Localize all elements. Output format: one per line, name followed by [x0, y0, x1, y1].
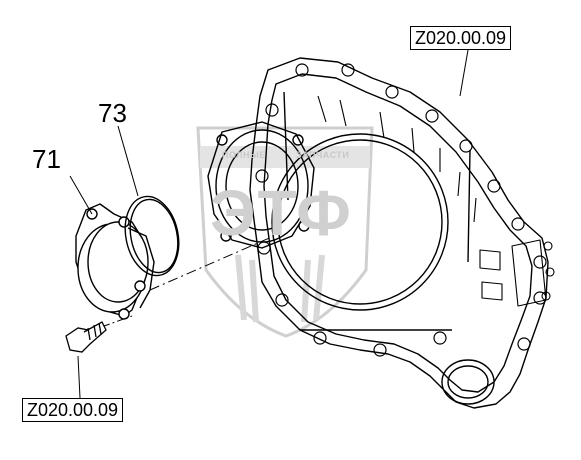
cover-part-71 — [75, 203, 155, 320]
leader-lines — [69, 49, 469, 399]
callout-73: 73 — [98, 98, 127, 128]
bolt — [65, 321, 107, 353]
watermark-text-left: ПОЛНЫЕ — [222, 150, 266, 160]
oring-part-73 — [124, 195, 180, 277]
watermark-logo — [196, 126, 374, 338]
watermark-logo-text: ЭТФ — [210, 177, 353, 249]
watermark-text-right: ЗАПЧАСТИ — [296, 150, 350, 160]
flywheel-housing — [207, 57, 555, 409]
ref-label-top-right: Z020.00.09 — [410, 26, 512, 50]
ref-label-bottom-left: Z020.00.09 — [22, 398, 124, 422]
callout-71: 71 — [32, 144, 61, 174]
